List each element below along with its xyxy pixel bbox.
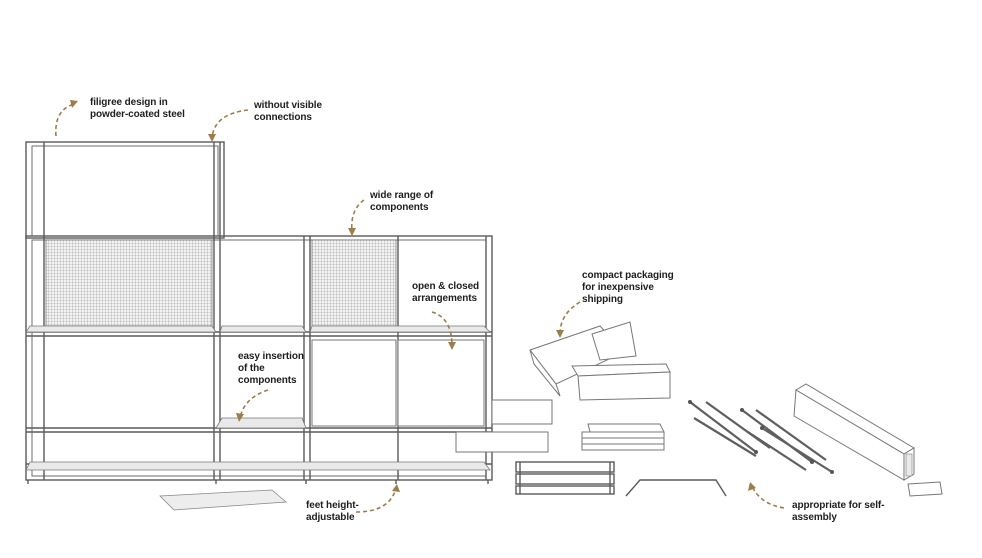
annotation-packaging: compact packaging for inexpensive shippi… xyxy=(582,270,674,305)
packaging-boxes xyxy=(455,321,671,453)
annotation-assembly: appropriate for self- assembly xyxy=(792,500,885,523)
frame-stack xyxy=(515,461,615,495)
mesh-panel-left xyxy=(45,239,213,327)
door-right xyxy=(397,339,485,427)
annotation-components: wide range of components xyxy=(370,190,434,213)
mesh-panel-center xyxy=(311,239,397,327)
annotation-insertion: easy insertion of the components xyxy=(238,351,304,386)
floor-panel xyxy=(159,489,287,511)
small-tray xyxy=(907,481,943,497)
door-left xyxy=(311,339,397,427)
annotation-feet: feet height- adjustable xyxy=(306,500,359,523)
tube-part xyxy=(625,479,727,497)
rods xyxy=(689,401,833,473)
annotation-filigree: filigree design in powder-coated steel xyxy=(90,97,185,120)
annotation-connections: without visible connections xyxy=(254,100,322,123)
shelving-unit xyxy=(25,141,493,484)
annotation-arrangements: open & closed arrangements xyxy=(412,281,480,304)
square-tube xyxy=(793,383,915,481)
